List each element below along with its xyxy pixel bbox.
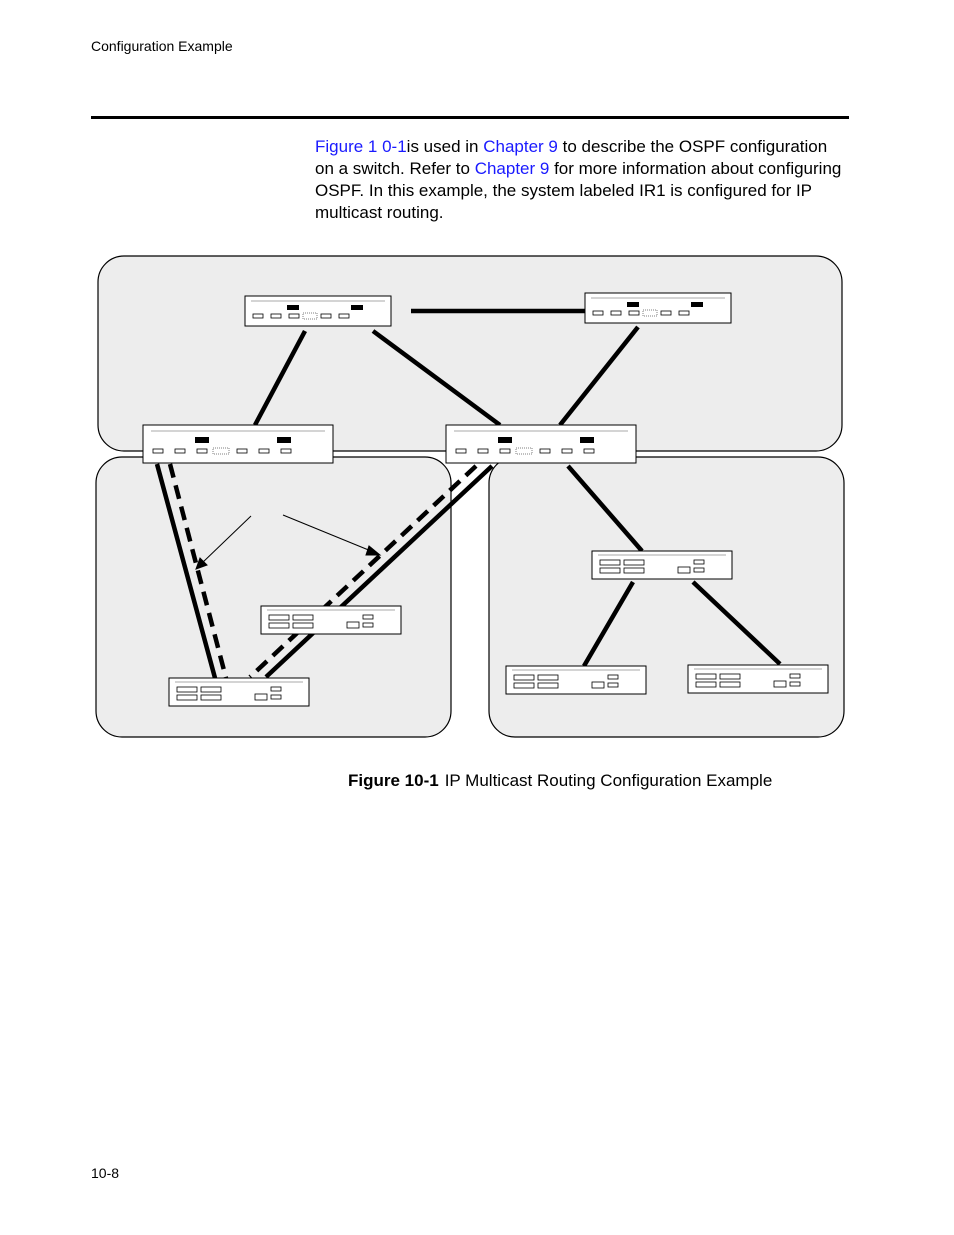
- right-area: [488, 456, 845, 738]
- running-header: Configuration Example: [91, 38, 233, 54]
- link-right-mid-bottom-b: [691, 580, 782, 666]
- backbone-area: [97, 255, 843, 452]
- link-top-right-ir-center: [558, 325, 640, 427]
- intro-text-1: is used in: [406, 137, 484, 156]
- multicast-path-left: [167, 463, 229, 679]
- switch-right-bottom-b: [687, 664, 829, 694]
- switch-right-bottom-a: [505, 665, 647, 695]
- link-right-mid-bottom-a: [582, 580, 635, 668]
- pointer-arrow-right: [282, 514, 372, 552]
- switch-ir-left: [142, 424, 334, 464]
- switch-left-bottom: [168, 677, 310, 707]
- pointer-arrow-left: [200, 515, 252, 565]
- multicast-path-right: [248, 464, 478, 679]
- switch-right-mid: [591, 550, 733, 580]
- chapter-link-1[interactable]: Chapter 9: [483, 137, 558, 156]
- switch-left-mid: [260, 605, 402, 635]
- switch-ir-center: [445, 424, 637, 464]
- intro-text-2: to describe the OSPF configuration on a …: [315, 137, 828, 178]
- chapter-link-2[interactable]: Chapter 9: [474, 159, 550, 178]
- switch-top-right: [584, 292, 732, 324]
- intro-paragraph: Figure 1 0-1is used in Chapter 9 to desc…: [315, 136, 845, 224]
- link-top-left-ir-left: [253, 329, 307, 427]
- intro-text-3: for more information about configuring O…: [315, 159, 842, 222]
- link-top-left-ir-center: [371, 329, 502, 427]
- link-ir-center-left-mid: [264, 464, 494, 679]
- switch-top-left: [244, 295, 392, 327]
- page-number: 10-8: [91, 1165, 120, 1181]
- figure-caption-text: IP Multicast Routing Configuration Examp…: [444, 771, 773, 790]
- figure-number: Figure 10-1: [348, 771, 439, 790]
- header-rule: [91, 116, 849, 119]
- link-ir-center-right-mid: [566, 464, 644, 553]
- figure-caption: Figure 10-1 IP Multicast Routing Configur…: [348, 771, 772, 791]
- link-ir-left-bottom-left: [154, 463, 218, 679]
- figure-link[interactable]: Figure 1 0-1: [315, 137, 407, 156]
